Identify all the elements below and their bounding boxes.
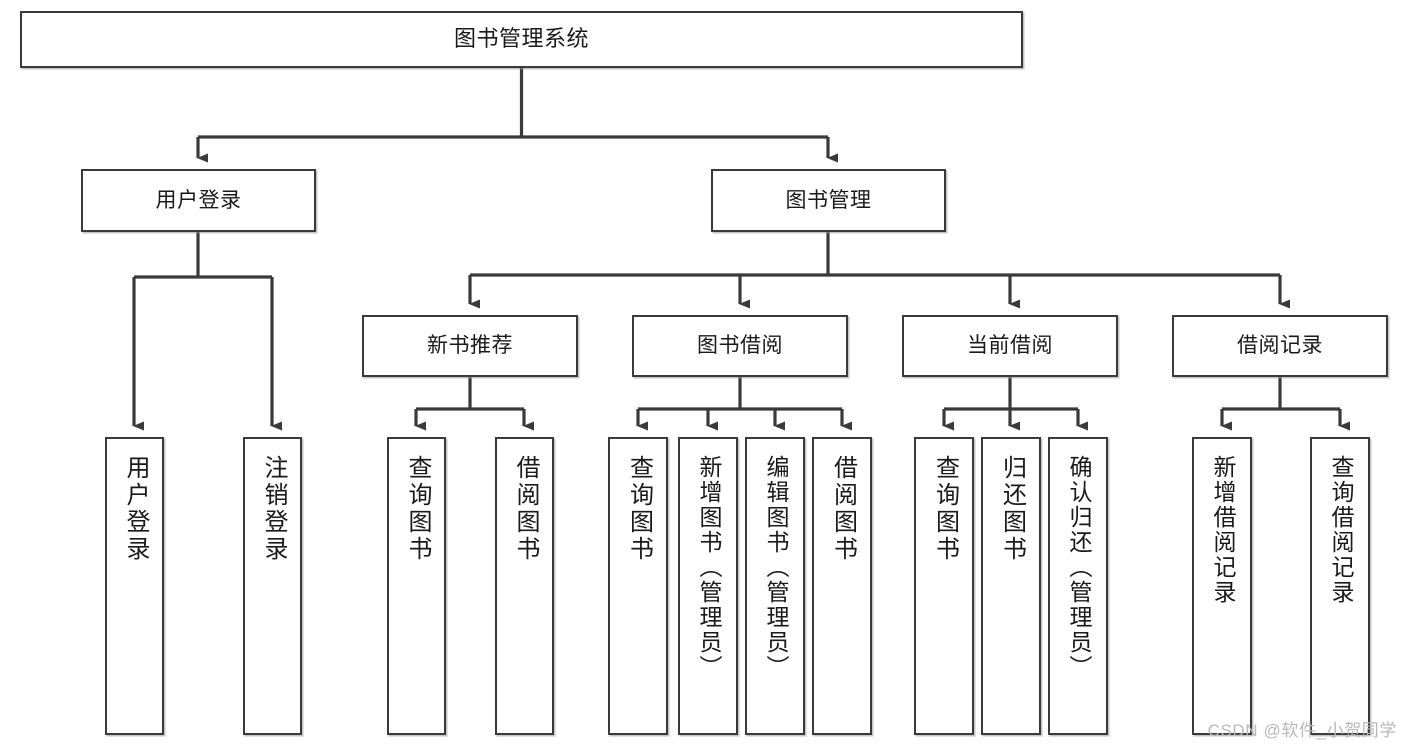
leaf-add-borrow-record[interactable]: 新增借阅记录: [1192, 437, 1252, 735]
leaf-query-book-borrow[interactable]: 查询图书: [608, 437, 668, 735]
node-current-borrow[interactable]: 当前借阅: [902, 315, 1118, 377]
leaf-return-book[interactable]: 归还图书: [981, 437, 1041, 735]
node-label: 新书推荐: [427, 334, 513, 358]
leaf-user-login[interactable]: 用户登录: [105, 437, 164, 735]
node-label: 确认归还（管理员）: [1065, 455, 1092, 680]
watermark: CSDN @软件_小贺同学: [1207, 721, 1397, 740]
node-label: 图书借阅: [697, 334, 783, 358]
leaf-borrow-book-recommend[interactable]: 借阅图书: [495, 437, 554, 735]
node-borrow-record[interactable]: 借阅记录: [1172, 315, 1388, 377]
node-label: 查询借阅记录: [1327, 455, 1354, 605]
node-label: 查询图书: [931, 455, 959, 563]
node-label: 图书管理: [785, 188, 872, 212]
node-label: 用户登录: [155, 188, 242, 212]
node-root-book-management-system[interactable]: 图书管理系统: [20, 11, 1023, 68]
leaf-query-book-current[interactable]: 查询图书: [914, 437, 974, 735]
leaf-borrow-book-borrow[interactable]: 借阅图书: [812, 437, 872, 735]
node-user-login[interactable]: 用户登录: [81, 169, 316, 232]
leaf-query-book-recommend[interactable]: 查询图书: [387, 437, 446, 735]
node-book-management[interactable]: 图书管理: [711, 169, 946, 232]
node-label: 编辑图书（管理员）: [762, 455, 789, 680]
node-label: 借阅图书: [511, 455, 539, 563]
node-label: 查询图书: [403, 455, 431, 563]
node-label: 图书管理系统: [453, 26, 589, 52]
node-label: 借阅图书: [829, 455, 857, 563]
leaf-logout-login[interactable]: 注销登录: [243, 437, 302, 735]
node-label: 新增图书（管理员）: [695, 455, 722, 680]
node-label: 查询图书: [625, 455, 653, 563]
leaf-query-borrow-record[interactable]: 查询借阅记录: [1310, 437, 1370, 735]
leaf-add-book-admin[interactable]: 新增图书（管理员）: [678, 437, 738, 735]
node-label: 借阅记录: [1237, 334, 1323, 358]
node-book-borrow[interactable]: 图书借阅: [632, 315, 848, 377]
node-new-book-recommend[interactable]: 新书推荐: [362, 315, 578, 377]
node-label: 当前借阅: [967, 334, 1053, 358]
node-label: 归还图书: [998, 455, 1026, 563]
leaf-edit-book-admin[interactable]: 编辑图书（管理员）: [745, 437, 805, 735]
node-label: 注销登录: [259, 455, 287, 563]
node-label: 新增借阅记录: [1209, 455, 1236, 605]
leaf-confirm-return-admin[interactable]: 确认归还（管理员）: [1048, 437, 1108, 735]
node-label: 用户登录: [121, 455, 149, 563]
